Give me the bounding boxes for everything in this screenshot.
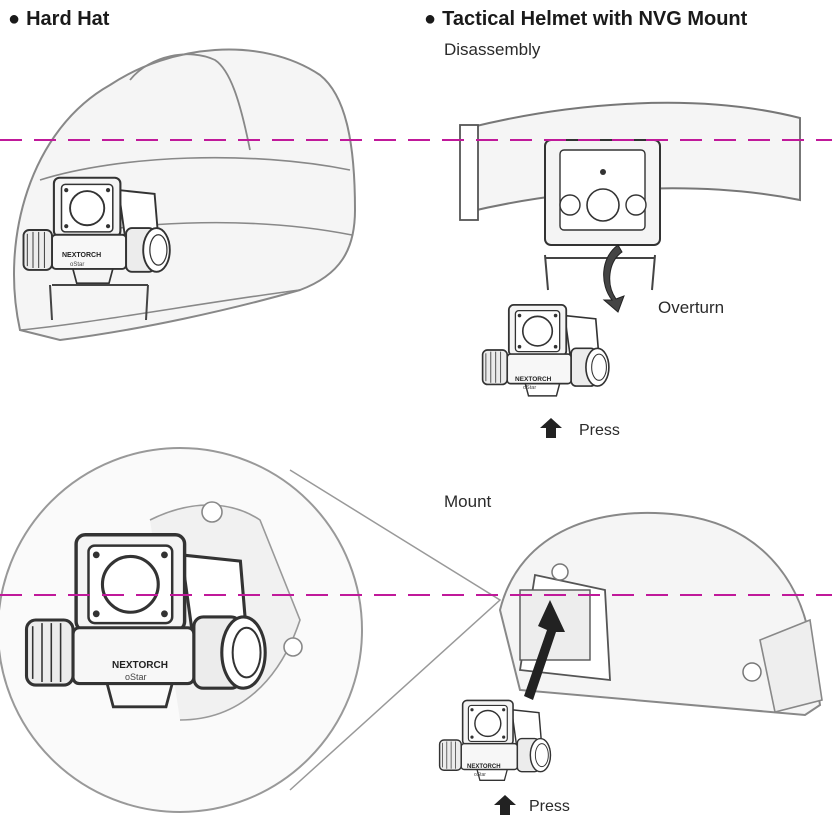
hard-hat-heading: ●Hard Hat [8,8,109,31]
overturn-label: Overturn [658,298,725,317]
overturn-arrow-icon [602,244,625,313]
lamp-model-text-3: oStar [125,672,147,682]
lamp-brand-text: NEXTORCH [62,252,101,259]
bullet-icon: ● [8,8,21,30]
tactical-title: Tactical Helmet with NVG Mount [442,8,748,30]
press-label-bottom: Press [529,798,570,815]
hard-hat-figure: NEXTORCH oStar [13,48,357,342]
mount-arrow-icon [524,600,565,700]
lamp-model-text-4: oStar [474,772,486,778]
press-arrow-icon [540,418,562,438]
lamp-model-text-2: oStar [523,385,536,391]
press-arrow-icon-2 [494,795,516,815]
disassembly-figure: NEXTORCH oStar [459,101,801,438]
lamp-brand-text-2: NEXTORCH [515,376,552,383]
magnified-view: NEXTORCH oStar [0,447,502,813]
lamp-brand-text-4: NEXTORCH [467,764,501,770]
disassembly-label: Disassembly [444,40,541,59]
mount-label: Mount [444,492,492,511]
mount-figure: NEXTORCH oStar [438,511,823,815]
tactical-heading: ●Tactical Helmet with NVG Mount [424,8,747,31]
lamp-brand-text-3: NEXTORCH [112,660,168,671]
hard-hat-title: Hard Hat [26,8,110,30]
bullet-icon: ● [424,8,437,30]
lamp-model-text: oStar [70,262,84,268]
press-label-top: Press [579,422,620,439]
